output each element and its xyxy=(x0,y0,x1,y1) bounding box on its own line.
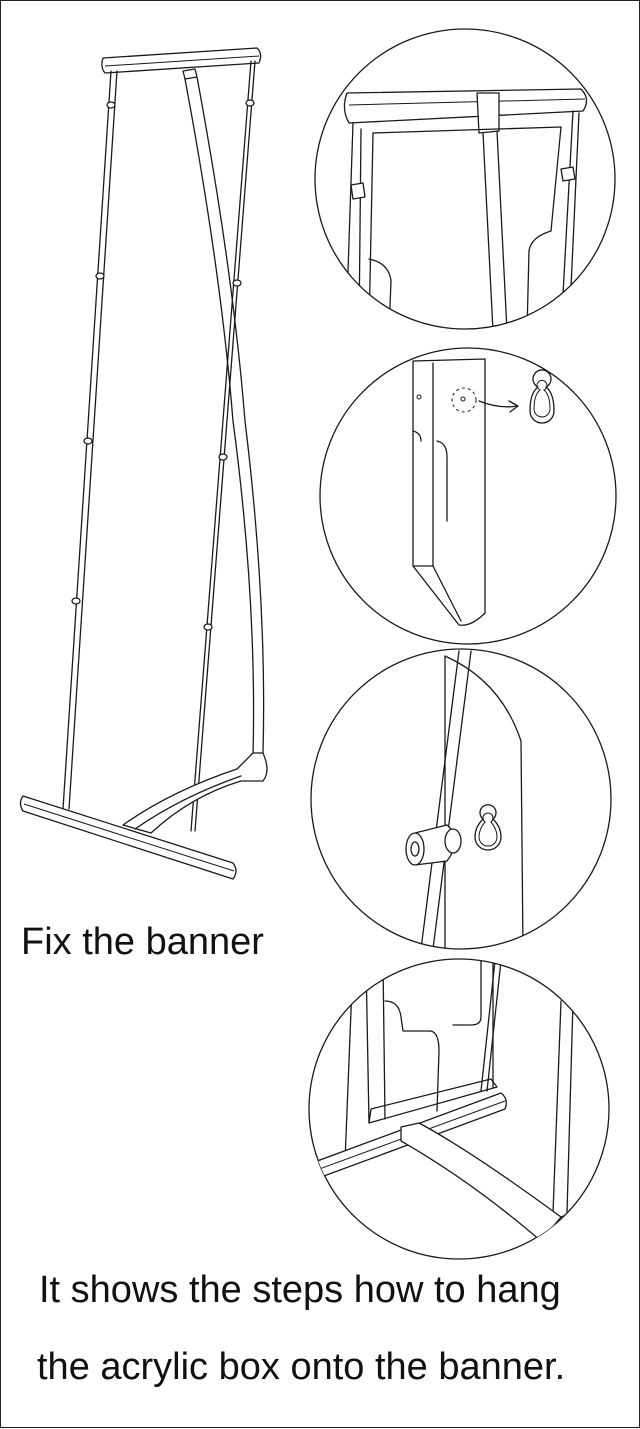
bottom-rail xyxy=(19,795,237,880)
instructions-caption-line-2: the acrylic box onto the banner. xyxy=(37,1346,566,1388)
base-foot xyxy=(122,752,268,834)
detail-circle-peg xyxy=(310,648,612,950)
tension-cables xyxy=(62,60,256,832)
keyhole-slot-icon xyxy=(474,804,502,851)
detail-circle-bottom-rail xyxy=(308,958,610,1260)
step-caption-fix-banner: Fix the banner xyxy=(21,921,264,963)
detail-circle-keyhole xyxy=(319,347,617,645)
keyhole-icon xyxy=(529,369,555,424)
instructions-caption-line-1: It shows the steps how to hang xyxy=(39,1269,561,1311)
support-pole xyxy=(182,68,265,757)
detail-circle-top-rail xyxy=(314,28,616,330)
banner-stand-drawing xyxy=(19,47,268,880)
cable-clips xyxy=(71,99,255,631)
top-rail xyxy=(101,47,262,74)
